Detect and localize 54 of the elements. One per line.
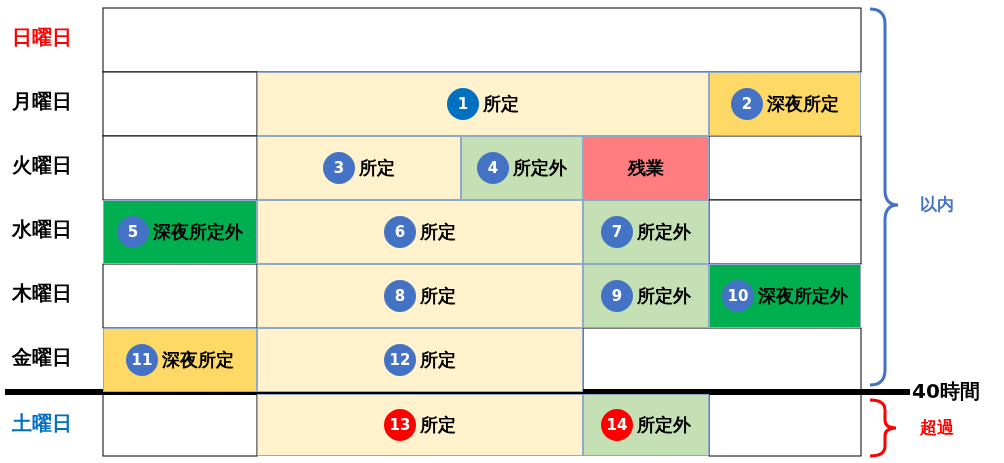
day-label: 日曜日 bbox=[12, 24, 72, 51]
block-label: 深夜所定外 bbox=[758, 284, 848, 308]
schedule-block bbox=[257, 200, 583, 264]
schedule-block bbox=[257, 394, 583, 456]
block-label: 所定外 bbox=[513, 156, 567, 180]
range-label: 以内 bbox=[920, 193, 954, 216]
day-label: 金曜日 bbox=[12, 344, 72, 371]
block-label: 所定 bbox=[420, 284, 456, 308]
number-badge: 5 bbox=[117, 216, 149, 248]
number-badge: 6 bbox=[384, 216, 416, 248]
number-badge: 12 bbox=[384, 344, 416, 376]
number-badge: 2 bbox=[731, 88, 763, 120]
schedule-block bbox=[583, 136, 709, 200]
schedule-block bbox=[709, 264, 861, 328]
day-label: 土曜日 bbox=[12, 410, 72, 437]
number-badge: 9 bbox=[601, 280, 633, 312]
block-label: 所定外 bbox=[637, 413, 691, 437]
number-badge: 4 bbox=[477, 152, 509, 184]
day-label: 水曜日 bbox=[12, 216, 72, 243]
day-label: 木曜日 bbox=[12, 280, 72, 307]
day-label: 月曜日 bbox=[12, 88, 72, 115]
schedule-block bbox=[583, 200, 709, 264]
block-label: 所定 bbox=[483, 92, 519, 116]
block-label: 所定外 bbox=[637, 220, 691, 244]
schedule-block bbox=[257, 328, 583, 392]
range-label: 超過 bbox=[920, 416, 954, 439]
number-badge: 1 bbox=[447, 88, 479, 120]
block-label: 残業 bbox=[628, 156, 664, 180]
schedule-block bbox=[103, 200, 257, 264]
number-badge: 13 bbox=[384, 409, 416, 441]
threshold-label: 40時間 bbox=[912, 378, 980, 405]
block-label: 所定 bbox=[420, 348, 456, 372]
schedule-block bbox=[583, 264, 709, 328]
number-badge: 7 bbox=[601, 216, 633, 248]
schedule-block bbox=[583, 394, 709, 456]
number-badge: 8 bbox=[384, 280, 416, 312]
number-badge: 3 bbox=[323, 152, 355, 184]
block-label: 深夜所定 bbox=[767, 92, 839, 116]
schedule-block bbox=[257, 264, 583, 328]
block-label: 所定 bbox=[420, 220, 456, 244]
number-badge: 14 bbox=[601, 409, 633, 441]
block-label: 所定外 bbox=[637, 284, 691, 308]
block-label: 深夜所定外 bbox=[153, 220, 243, 244]
schedule-block bbox=[709, 72, 861, 136]
schedule-block bbox=[461, 136, 583, 200]
number-badge: 11 bbox=[126, 344, 158, 376]
schedule-block bbox=[103, 328, 257, 392]
schedule-block bbox=[257, 72, 709, 136]
day-label: 火曜日 bbox=[12, 152, 72, 179]
number-badge: 10 bbox=[722, 280, 754, 312]
block-label: 所定 bbox=[420, 413, 456, 437]
schedule-block bbox=[257, 136, 461, 200]
block-label: 所定 bbox=[359, 156, 395, 180]
block-label: 深夜所定 bbox=[162, 348, 234, 372]
